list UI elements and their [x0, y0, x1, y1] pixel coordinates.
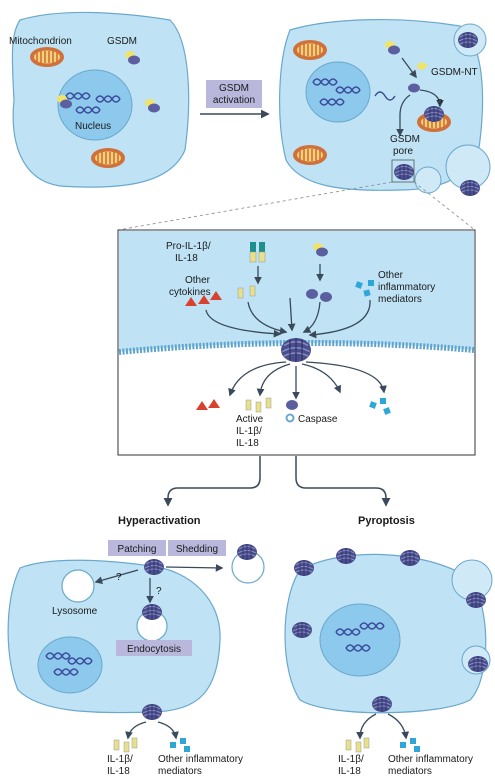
other-mediators-label-3: mediators [378, 294, 422, 305]
mitochondrion-icon [292, 39, 328, 61]
gsdm-pore-icon [335, 547, 357, 565]
nucleus [57, 69, 133, 141]
il-label-1: IL-1β/ [107, 754, 133, 765]
mitochondrion-icon [90, 147, 126, 169]
active-il-label-2: IL-1β/ [236, 426, 262, 437]
activation-label-2: activation [213, 95, 255, 106]
pyroptotic-cell [284, 547, 493, 753]
question-mark: ? [156, 586, 162, 597]
nucleus [319, 603, 401, 677]
other-cytokines-label-2: cytokines [169, 287, 211, 298]
gsdm-pore-icon [459, 179, 481, 197]
il-label-2: IL-18 [338, 766, 361, 776]
mitochondrion-label: Mitochondrion [9, 36, 72, 47]
gsdm-pore-icon [393, 163, 415, 181]
mediators-label-2: mediators [158, 766, 202, 776]
gsdm-pore-icon [293, 559, 315, 577]
gsdm-ct-icon [417, 62, 427, 70]
question-mark: ? [116, 572, 122, 583]
il-label-1: IL-1β/ [338, 754, 364, 765]
mediators-label-1: Other inflammatory [388, 754, 473, 765]
gsdm-pore-icon [291, 621, 313, 639]
gsdm-pore-icon [236, 543, 258, 561]
gsdm-pore-icon [280, 337, 312, 363]
gsdm-nt-icon [408, 83, 420, 93]
gsdm-pore-label-1: GSDM [390, 134, 420, 145]
activated-cell [279, 18, 491, 197]
lysosome-label: Lysosome [52, 606, 98, 617]
patching-label: Patching [118, 544, 157, 555]
other-mediators-label-1: Other [378, 270, 404, 281]
endocytosis-box [116, 640, 192, 656]
pro-il-label-1: Pro-IL-1β/ [166, 241, 211, 252]
nucleus-label: Nucleus [75, 121, 111, 132]
gsdm-pore-icon [141, 603, 163, 621]
other-cytokines-label-1: Other [185, 275, 211, 286]
gsdm-pore-icon [467, 655, 489, 673]
shedding-box [168, 540, 226, 556]
hyperactivated-cell [7, 543, 265, 753]
mediators-label-2: mediators [388, 766, 432, 776]
pyroptosis-label: Pyroptosis [358, 515, 415, 527]
gsdm-pore-label-2: pore [393, 146, 413, 157]
zoom-line-right [413, 181, 476, 231]
nucleus [37, 636, 103, 694]
patching-box [108, 540, 166, 556]
gsdm-pore-icon [143, 558, 165, 576]
il-label-2: IL-18 [107, 766, 130, 776]
active-il-label-1: Active [236, 414, 264, 425]
gsdm-pore-icon [399, 549, 421, 567]
activation-label-1: GSDM [219, 83, 249, 94]
gsdm-pore-icon [457, 31, 479, 49]
pore-inset [117, 229, 476, 456]
activation-box [206, 80, 262, 108]
gsdm-pore-icon [141, 703, 163, 721]
active-il-label-3: IL-18 [236, 438, 259, 449]
resting-cell [11, 11, 190, 188]
caspase-label: Caspase [298, 414, 338, 425]
question-mark: ? [437, 98, 443, 109]
gsdm-label: GSDM [107, 36, 137, 47]
hyperactivation-label: Hyperactivation [118, 515, 201, 527]
pro-il-label-2: IL-18 [175, 253, 198, 264]
zoom-box [391, 159, 415, 183]
mitochondrion-icon [29, 46, 65, 68]
hyperactivation-arrow [163, 456, 261, 507]
endocytosis-label: Endocytosis [127, 644, 181, 655]
zoom-line-left [117, 181, 393, 231]
gsdm-activation: GSDM activation [200, 80, 270, 119]
other-mediators-label-2: inflammatory [378, 282, 435, 293]
gsdm-nt-label: GSDM-NT [431, 67, 478, 78]
pyroptosis-arrow [295, 456, 391, 507]
mitochondrion-icon [292, 144, 328, 166]
shedding-label: Shedding [176, 544, 218, 555]
lysosome [61, 569, 95, 603]
gsdm-pore-icon [371, 695, 393, 713]
gsdm-pore-icon [465, 591, 487, 609]
mediators-label-1: Other inflammatory [158, 754, 243, 765]
